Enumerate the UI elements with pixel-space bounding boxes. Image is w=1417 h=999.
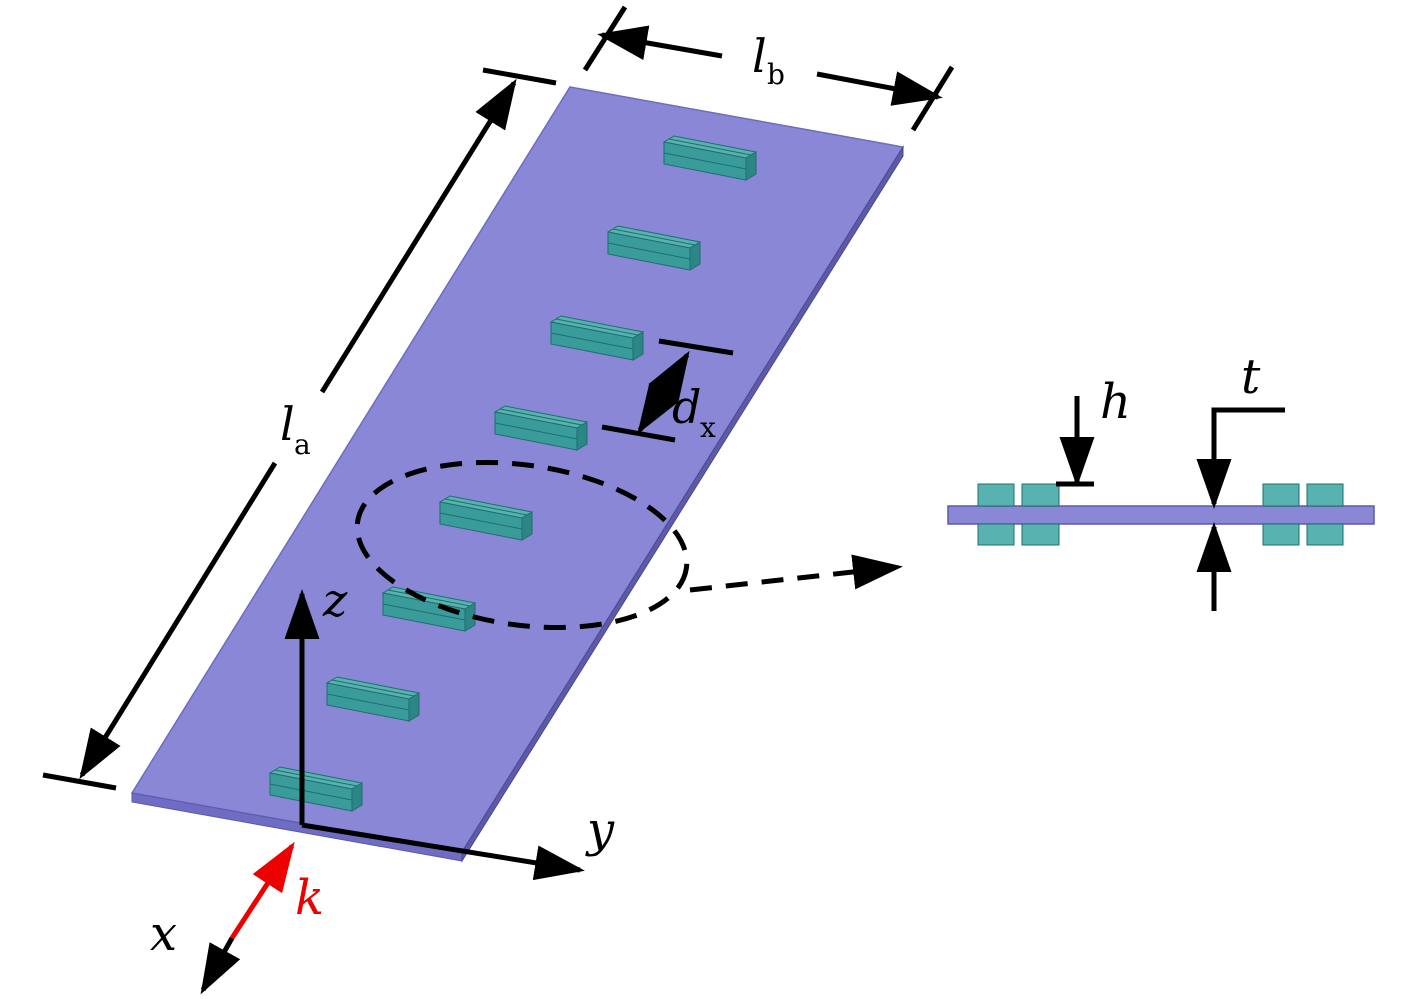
- cross-section-bar-4b: [1306, 523, 1344, 546]
- label-lb: l: [752, 29, 767, 83]
- dimension-lb: [582, 5, 955, 132]
- cross-section-bar-3: [1262, 483, 1300, 507]
- dimension-h: [1056, 396, 1095, 487]
- zoom-ellipse: [354, 459, 690, 631]
- label-x: x: [150, 906, 177, 962]
- label-y: y: [585, 802, 615, 858]
- label-k: k: [295, 870, 324, 926]
- plate-right-edge: [461, 145, 904, 863]
- plate-top-face: [130, 86, 905, 853]
- x-axis: [200, 936, 241, 995]
- label-h: h: [1100, 374, 1131, 430]
- k-vector: [229, 841, 295, 940]
- cross-section-bar-3b: [1262, 523, 1300, 546]
- zoom-arrow: [689, 554, 903, 593]
- cross-section-bar-1: [977, 483, 1015, 507]
- cross-section-bar-4: [1306, 483, 1344, 507]
- label-la-subscript: a: [294, 428, 311, 461]
- y-axis: [301, 822, 585, 881]
- cross-section-plate: [947, 505, 1375, 525]
- dimension-t: [1196, 407, 1285, 611]
- dimension-dx: [601, 338, 734, 443]
- label-dx-subscript: x: [700, 411, 716, 444]
- label-t: t: [1241, 349, 1261, 405]
- cross-section: [947, 483, 1375, 546]
- dimension-la: [42, 67, 557, 791]
- cross-section-bar-2: [1021, 483, 1060, 507]
- label-z: z: [322, 573, 348, 627]
- label-dx: d: [672, 380, 701, 434]
- cross-section-bar-1b: [977, 523, 1015, 546]
- substrate-plate: [130, 86, 905, 863]
- cross-section-bar-2b: [1021, 523, 1060, 546]
- coordinate-axes: [200, 589, 585, 995]
- label-la: l: [280, 397, 295, 451]
- label-lb-subscript: b: [767, 58, 785, 91]
